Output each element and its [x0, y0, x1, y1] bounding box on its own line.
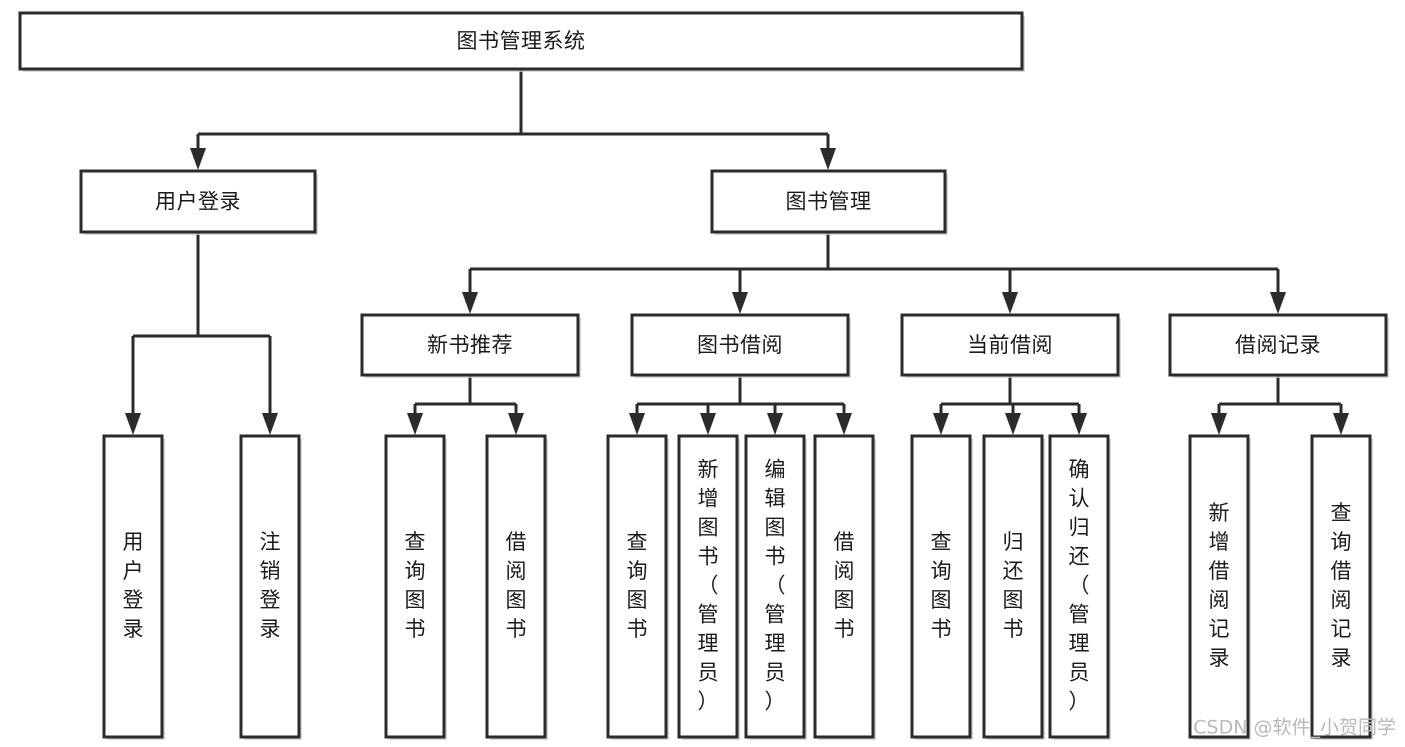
node-leaf-add-record[interactable]: 新增借阅记录: [1188, 434, 1251, 740]
node-leaf-borrow-book-rec[interactable]: 借阅图书: [485, 434, 548, 740]
node-label: 查询图书: [405, 530, 426, 641]
node-rect[interactable]: [630, 313, 850, 377]
node-book-manage[interactable]: 图书管理: [710, 169, 948, 235]
node-label: 确认归还（管理员）: [1069, 458, 1090, 714]
node-label: 新书推荐: [427, 333, 513, 357]
connector-group-book-manage-children: [462, 232, 1286, 314]
connector-arrowhead-1: [732, 292, 748, 314]
node-leaf-borrow-book[interactable]: 借阅图书: [813, 434, 876, 740]
node-label: 查询借阅记录: [1331, 501, 1352, 670]
connector-arrowhead-1: [1005, 413, 1021, 435]
node-rect[interactable]: [900, 313, 1120, 377]
node-borrow-record[interactable]: 借阅记录: [1168, 313, 1389, 378]
connector-arrowhead-0: [190, 148, 206, 170]
node-label: 新增图书（管理员）: [698, 458, 719, 714]
connector-arrowhead-0: [462, 292, 478, 314]
node-label: 编辑图书（管理员）: [765, 458, 786, 714]
node-leaf-query-book-borrow[interactable]: 查询图书: [606, 434, 669, 740]
node-label: 当前借阅: [967, 333, 1053, 357]
connector-arrowhead-3: [836, 413, 852, 435]
node-label: 查询图书: [627, 530, 648, 641]
connector-arrowhead-0: [629, 413, 645, 435]
node-label: 新增借阅记录: [1209, 501, 1230, 670]
connector-group-current-borrow-children: [933, 375, 1087, 435]
node-rect[interactable]: [606, 434, 668, 739]
connector-arrowhead-2: [1002, 292, 1018, 314]
node-root[interactable]: 图书管理系统: [18, 11, 1025, 72]
connector-layer: [125, 69, 1349, 435]
node-rect[interactable]: [982, 434, 1044, 739]
node-leaf-confirm-return[interactable]: 确认归还（管理员）: [1048, 434, 1111, 740]
node-rect[interactable]: [485, 434, 547, 739]
node-new-book-recommend[interactable]: 新书推荐: [360, 313, 581, 378]
node-rect[interactable]: [102, 434, 164, 739]
node-leaf-query-book-current[interactable]: 查询图书: [910, 434, 973, 740]
node-label: 注销登录: [260, 530, 281, 641]
node-label: 图书管理系统: [457, 29, 586, 53]
node-leaf-query-record[interactable]: 查询借阅记录: [1310, 434, 1373, 740]
connector-arrowhead-1: [262, 413, 278, 435]
node-rect[interactable]: [813, 434, 875, 739]
node-label: 借阅图书: [834, 530, 855, 641]
node-leaf-user-login[interactable]: 用户登录: [102, 434, 165, 740]
node-leaf-query-book-rec[interactable]: 查询图书: [384, 434, 447, 740]
connector-arrowhead-1: [820, 148, 836, 170]
connector-arrowhead-0: [125, 413, 141, 435]
connector-arrowhead-0: [933, 413, 949, 435]
node-leaf-edit-book[interactable]: 编辑图书（管理员）: [744, 434, 807, 740]
connector-arrowhead-2: [767, 413, 783, 435]
node-rect[interactable]: [710, 169, 947, 234]
connector-group-new-book-recommend-children: [407, 375, 524, 435]
connector-arrowhead-0: [407, 413, 423, 435]
node-layer: 图书管理系统用户登录图书管理新书推荐图书借阅当前借阅借阅记录用户登录注销登录查询…: [18, 11, 1389, 740]
node-rect[interactable]: [239, 434, 301, 739]
node-label: 查询图书: [931, 530, 952, 641]
connector-arrowhead-0: [1211, 413, 1227, 435]
node-rect[interactable]: [910, 434, 972, 739]
node-label: 图书借阅: [697, 333, 783, 357]
node-rect[interactable]: [744, 434, 806, 739]
watermark: CSDN @软件_小贺同学: [1193, 717, 1396, 739]
node-label: 借阅记录: [1235, 333, 1321, 357]
connector-group-book-borrow-children: [629, 375, 852, 435]
connector-arrowhead-3: [1270, 292, 1286, 314]
connector-group-root-children: [190, 69, 836, 170]
connector-arrowhead-1: [1333, 413, 1349, 435]
node-leaf-add-book[interactable]: 新增图书（管理员）: [677, 434, 740, 740]
node-rect[interactable]: [79, 169, 317, 234]
node-rect[interactable]: [1168, 313, 1388, 377]
node-rect[interactable]: [360, 313, 580, 377]
connector-group-user-login-children: [125, 232, 278, 435]
node-current-borrow[interactable]: 当前借阅: [900, 313, 1121, 378]
node-book-borrow[interactable]: 图书借阅: [630, 313, 851, 378]
connector-group-borrow-record-children: [1211, 375, 1349, 435]
node-rect[interactable]: [18, 11, 1024, 71]
node-leaf-return-book[interactable]: 归还图书: [982, 434, 1045, 740]
connector-arrowhead-1: [508, 413, 524, 435]
node-user-login[interactable]: 用户登录: [79, 169, 318, 235]
node-rect[interactable]: [384, 434, 446, 739]
node-label: 用户登录: [155, 190, 241, 214]
node-label: 用户登录: [123, 530, 144, 641]
node-rect[interactable]: [1048, 434, 1110, 739]
node-label: 归还图书: [1003, 530, 1024, 641]
node-leaf-logout[interactable]: 注销登录: [239, 434, 302, 740]
node-rect[interactable]: [1310, 434, 1372, 739]
node-label: 借阅图书: [506, 530, 527, 641]
connector-arrowhead-2: [1071, 413, 1087, 435]
connector-arrowhead-1: [700, 413, 716, 435]
node-label: 图书管理: [786, 190, 872, 214]
node-rect[interactable]: [677, 434, 739, 739]
node-rect[interactable]: [1188, 434, 1250, 739]
